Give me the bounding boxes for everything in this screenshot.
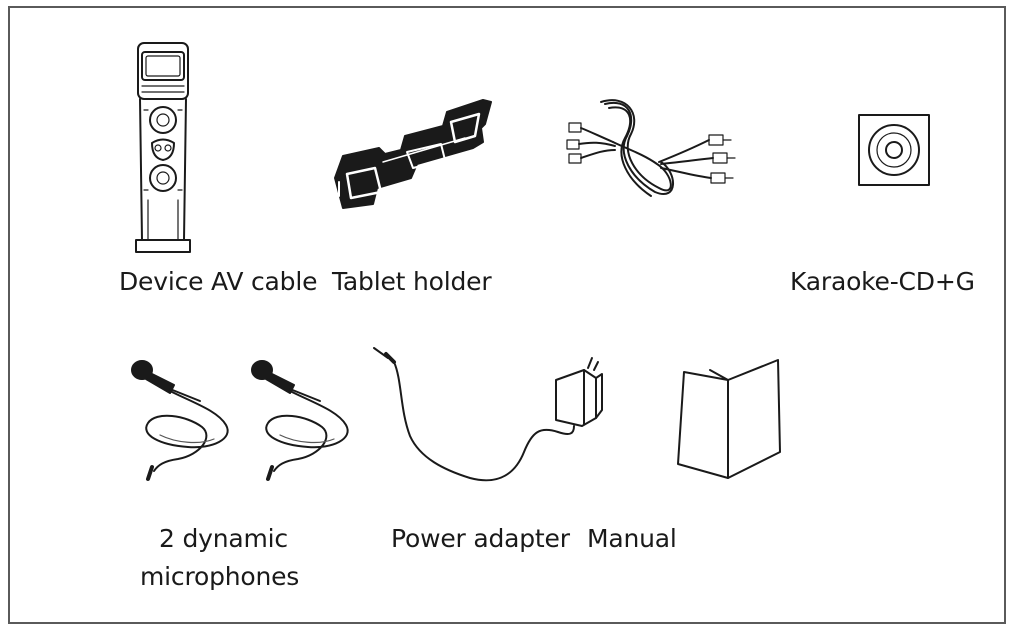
manual-booklet-icon <box>677 359 781 479</box>
label-microphones-line1: 2 dynamic <box>159 524 288 553</box>
karaoke-machine-icon <box>135 42 191 253</box>
av-cable-icon <box>566 99 736 197</box>
label-manual: Manual <box>587 524 677 553</box>
label-power-adapter: Power adapter <box>391 524 570 553</box>
power-adapter-icon <box>373 347 603 482</box>
cd-disc-icon <box>858 114 930 186</box>
label-karaoke-cd: Karaoke-CD+G <box>790 267 975 296</box>
diagram-border <box>8 6 1006 624</box>
microphone-icon <box>251 360 349 481</box>
label-device-av-cable: Device AV cable <box>119 267 318 296</box>
tablet-holder-icon <box>334 99 492 209</box>
microphone-icon <box>131 360 229 481</box>
label-tablet-holder: Tablet holder <box>332 267 492 296</box>
label-microphones-line2: microphones <box>140 562 300 591</box>
